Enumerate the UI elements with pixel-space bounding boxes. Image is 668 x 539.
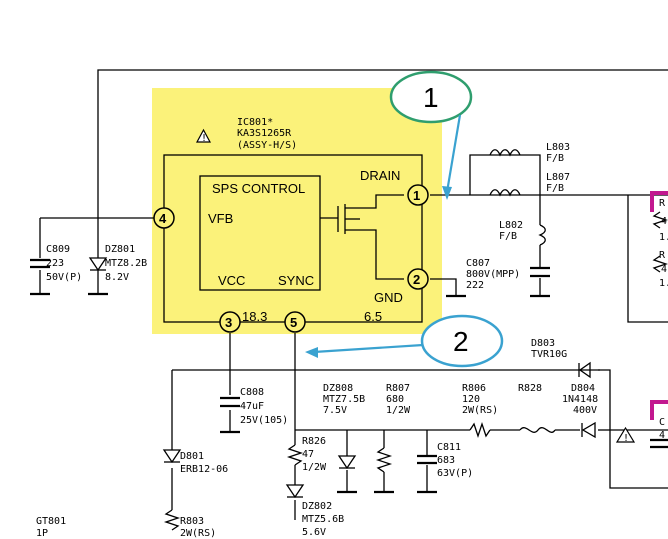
resistor-symbols [163, 421, 556, 531]
right-resistor-2-ref: R [659, 250, 666, 261]
ic-block-title: SPS CONTROL [212, 181, 305, 196]
r806-value: 120 [462, 394, 480, 405]
d801-ref: D801 [180, 451, 204, 462]
ic-labels: IC801* KA3S1265R (ASSY-H/S) SPS CONTROL … [208, 117, 403, 324]
l802-value: F/B [499, 231, 517, 242]
dz802-ref: DZ802 [302, 501, 332, 512]
c809-value: 223 [46, 258, 64, 269]
c808-value: 47uF [240, 401, 264, 412]
callout-2-label: 2 [453, 326, 469, 357]
ic-ref: IC801* [237, 117, 273, 128]
dz808-voltage: 7.5V [323, 405, 347, 416]
ground-symbols [30, 270, 550, 494]
c809-ref: C809 [46, 244, 70, 255]
dz802-voltage: 5.6V [302, 527, 326, 538]
right-capacitor-value: 4 [659, 430, 665, 441]
d804-ref: D804 [571, 383, 595, 394]
inductor-symbols [489, 149, 546, 246]
svg-text:!: ! [623, 433, 629, 444]
pin-3-label: 3 [225, 315, 232, 330]
ic-pin-gnd: GND [374, 290, 403, 305]
svg-text:!: ! [201, 133, 207, 144]
dz808-part: MTZ7.5B [323, 394, 365, 405]
r806-ref: R806 [462, 383, 486, 394]
capacitor-symbols [30, 258, 550, 465]
d804-voltage: 400V [573, 405, 597, 416]
r826-ref: R826 [302, 436, 326, 447]
pin-4-label: 4 [159, 211, 167, 226]
l802-ref: L802 [499, 220, 523, 231]
l807-ref: L807 [546, 172, 570, 183]
r803-ref: R803 [180, 516, 204, 527]
gt801-ref: GT801 [36, 516, 66, 527]
dz808-ref: DZ808 [323, 383, 353, 394]
callout-1: 1 [389, 70, 473, 200]
magenta-marks [650, 191, 668, 449]
warning-icon [195, 128, 212, 143]
warning-icon [615, 426, 636, 443]
d804-part: 1N4148 [562, 394, 598, 405]
ic-pins: 4 1 2 3 5 [153, 184, 429, 333]
r826-value: 47 [302, 449, 314, 460]
right-resistor-1-ref: R [659, 198, 666, 209]
c811-voltage: 63V(P) [437, 468, 473, 479]
ic-assy: (ASSY-H/S) [237, 140, 297, 151]
r826-power: 1/2W [302, 462, 327, 473]
ic-pin-vcc: VCC [218, 273, 245, 288]
ic-pin-drain: DRAIN [360, 168, 400, 183]
l803-value: F/B [546, 153, 564, 164]
r803-power: 2W(RS) [180, 528, 216, 539]
c807-ref: C807 [466, 258, 490, 269]
ic-vcc-voltage: 18.3 [242, 309, 267, 324]
c808-voltage: 25V(105) [240, 415, 288, 426]
gt801-value: 1P [36, 528, 48, 539]
wires [39, 69, 668, 520]
component-labels: L803 F/B L807 F/B L802 F/B C807 800V(MPP… [36, 142, 668, 539]
ic-gnd-voltage: 6.5 [364, 309, 382, 324]
c807-voltage: 800V(MPP) [466, 269, 520, 280]
callout-2: 2 [305, 314, 504, 368]
c811-value: 683 [437, 455, 455, 466]
pin-1-label: 1 [413, 188, 420, 203]
dz801-ref: DZ801 [105, 244, 135, 255]
l807-value: F/B [546, 183, 564, 194]
right-resistor-1-tol: 1. [659, 232, 668, 243]
dz802-part: MTZ5.6B [302, 514, 344, 525]
r807-ref: R807 [386, 383, 410, 394]
dz801-voltage: 8.2V [105, 272, 129, 283]
dz801-part: MTZ8.2B [105, 258, 147, 269]
r828-ref: R828 [518, 383, 542, 394]
right-capacitor-ref: C [659, 417, 665, 428]
c809-voltage: 50V(P) [46, 272, 82, 283]
d801-part: ERB12-06 [180, 464, 228, 475]
d803-ref: D803 [531, 338, 555, 349]
c811-ref: C811 [437, 442, 461, 453]
l803-ref: L803 [546, 142, 570, 153]
r807-value: 680 [386, 394, 404, 405]
right-resistor-2-value: 4 [661, 264, 667, 275]
ic-pin-vfb: VFB [208, 211, 233, 226]
pin-2-label: 2 [413, 272, 420, 287]
c808-ref: C808 [240, 387, 264, 398]
right-resistor-2-tol: 1. [659, 278, 668, 289]
right-resistor-1-value: 4 [661, 216, 667, 227]
pin-5-label: 5 [290, 315, 297, 330]
callout-1-label: 1 [423, 82, 439, 113]
diode-symbols [88, 257, 596, 499]
ic-part: KA3S1265R [237, 128, 292, 139]
ic-pin-sync: SYNC [278, 273, 314, 288]
c807-value: 222 [466, 280, 484, 291]
d803-part: TVR10G [531, 349, 567, 360]
r806-power: 2W(RS) [462, 405, 498, 416]
r807-power: 1/2W [386, 405, 411, 416]
